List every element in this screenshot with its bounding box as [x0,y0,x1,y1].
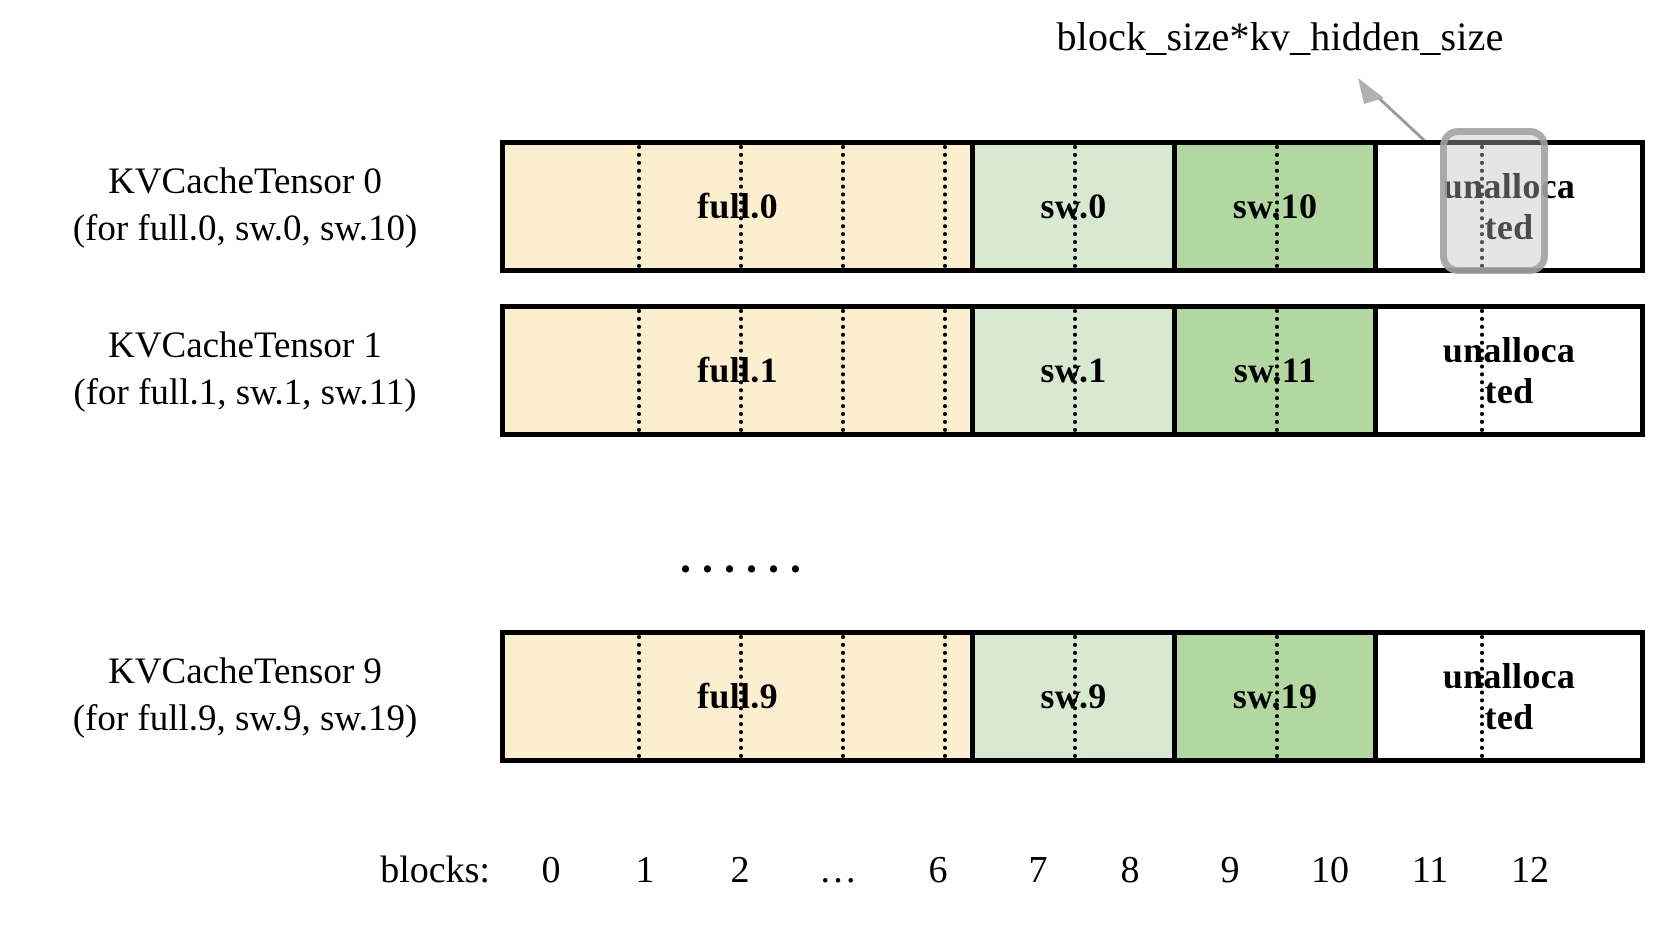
segment-label: sw.1 [1040,350,1107,391]
row-label-tensor-1: KVCacheTensor 1 (for full.1, sw.1, sw.11… [10,322,480,417]
unallocated-segment-9[interactable]: unalloca ted [1378,635,1640,758]
axis-tick-9: 9 [1220,849,1240,891]
segment-label: unalloca ted [1414,330,1604,411]
sliding-window-light-segment-9[interactable]: sw.9 [975,635,1177,758]
unallocated-segment-0[interactable]: unalloca ted [1378,145,1640,268]
segment-label: sw.11 [1233,350,1317,391]
block-divider [1073,309,1077,432]
full-attention-segment-9[interactable]: full.9 [505,635,975,758]
rows-ellipsis: ...... [680,533,812,582]
segment-label: full.9 [697,676,778,717]
row-label-line1: KVCacheTensor 0 [108,161,382,202]
axis-tick-ellipsis: … [819,849,857,891]
segment-label-line1: unalloca [1442,656,1576,697]
block-divider [943,145,947,268]
segment-label: sw.9 [1040,676,1107,717]
annotation-label: block_size*kv_hidden_size [1056,14,1504,59]
block-divider [739,309,743,432]
axis-tick-12: 12 [1511,849,1549,891]
axis-tick-7: 7 [1028,849,1048,891]
block-divider [943,309,947,432]
kvcache-tensor-row-0[interactable]: full.0 sw.0 sw.10 unalloca ted [500,140,1645,273]
kvcache-tensor-row-1[interactable]: full.1 sw.1 sw.11 unalloca ted [500,304,1645,437]
block-size-highlight-box [1440,128,1548,274]
full-attention-segment-1[interactable]: full.1 [505,309,975,432]
segment-label: sw.0 [1040,186,1107,227]
segment-label-line1: unalloca [1442,330,1576,371]
block-divider [841,145,845,268]
segment-label-line2: ted [1484,206,1534,247]
block-divider [841,635,845,758]
segment-label-line2: ted [1484,370,1534,411]
kvcache-tensor-row-9[interactable]: full.9 sw.9 sw.19 unalloca ted [500,630,1645,763]
segment-label-line1: unalloca [1442,166,1576,207]
row-label-line2: (for full.1, sw.1, sw.11) [73,372,417,414]
block-divider [637,145,641,268]
segment-label: sw.10 [1232,186,1318,227]
axis-tick-2: 2 [730,849,750,891]
sliding-window-dark-segment-0[interactable]: sw.10 [1177,145,1378,268]
segment-label: unalloca ted [1414,656,1604,737]
block-divider [1275,145,1279,268]
segment-label: full.0 [697,186,778,227]
axis-tick-10: 10 [1311,849,1349,891]
block-divider [1073,145,1077,268]
row-label-line2: (for full.9, sw.9, sw.19) [72,698,418,740]
block-divider [637,309,641,432]
axis-tick-0: 0 [541,849,561,891]
unallocated-segment-1[interactable]: unalloca ted [1378,309,1640,432]
blocks-axis-caption: blocks: [380,849,490,891]
axis-tick-11: 11 [1411,849,1449,891]
segment-label: full.1 [697,350,778,391]
sliding-window-dark-segment-1[interactable]: sw.11 [1177,309,1378,432]
axis-tick-8: 8 [1120,849,1140,891]
segment-label: unalloca ted [1414,166,1604,247]
block-divider [1073,635,1077,758]
block-divider [1480,309,1484,432]
axis-tick-6: 6 [928,849,948,891]
full-attention-segment-0[interactable]: full.0 [505,145,975,268]
row-label-tensor-0: KVCacheTensor 0 (for full.0, sw.0, sw.10… [10,158,480,253]
row-label-line2: (for full.0, sw.0, sw.10) [72,208,418,250]
block-divider [637,635,641,758]
row-label-line1: KVCacheTensor 1 [108,325,382,366]
block-divider [739,635,743,758]
segment-label-line2: ted [1484,696,1534,737]
segment-label: sw.19 [1232,676,1318,717]
axis-tick-1: 1 [635,849,655,891]
block-divider [841,309,845,432]
block-divider [1480,635,1484,758]
blocks-axis: blocks: 0 1 2 … 6 7 8 9 10 11 12 [0,848,1676,908]
sliding-window-dark-segment-9[interactable]: sw.19 [1177,635,1378,758]
block-divider [943,635,947,758]
block-divider [739,145,743,268]
row-label-tensor-9: KVCacheTensor 9 (for full.9, sw.9, sw.19… [10,648,480,743]
block-divider [1480,145,1484,268]
sliding-window-light-segment-1[interactable]: sw.1 [975,309,1177,432]
sliding-window-light-segment-0[interactable]: sw.0 [975,145,1177,268]
row-label-line1: KVCacheTensor 9 [108,651,382,692]
block-divider [1275,309,1279,432]
block-divider [1275,635,1279,758]
